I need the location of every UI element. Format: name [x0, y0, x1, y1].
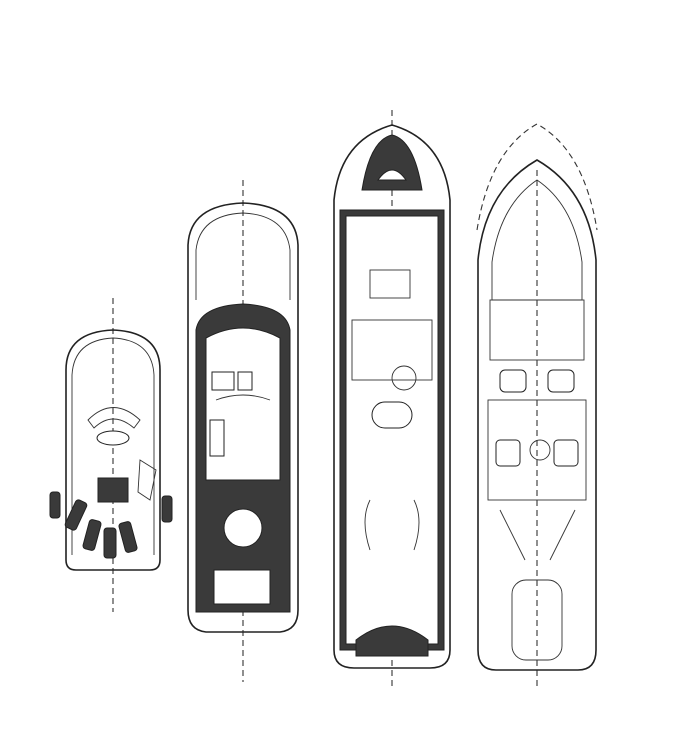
main-deck-hull-outline — [333, 124, 451, 669]
upper-deck-hull-outline — [187, 202, 299, 633]
bed — [499, 369, 527, 393]
main-deck-plan — [333, 110, 451, 690]
salon-interior — [205, 327, 281, 481]
bed — [553, 439, 579, 467]
salon-sofas — [364, 499, 420, 551]
inner-rail — [71, 337, 155, 555]
table — [96, 430, 130, 446]
aft-seating — [213, 569, 271, 605]
upper-deck-plan — [187, 180, 299, 682]
sun-deck-hull-outline — [65, 329, 161, 571]
bed — [495, 439, 521, 467]
lower-deck-plan — [476, 123, 598, 690]
cabin — [369, 269, 411, 299]
bow-outline-dashed — [476, 123, 598, 231]
tender-garage — [511, 579, 563, 661]
bow-deck — [361, 134, 423, 191]
sofa — [209, 419, 225, 457]
dining-table — [371, 401, 413, 429]
lower-deck-hull-outline — [477, 159, 597, 671]
crew-area — [491, 179, 583, 301]
bar-area — [97, 477, 129, 503]
crew-cabins — [489, 299, 585, 361]
bow-seat — [377, 169, 407, 181]
sofa-line — [215, 394, 271, 401]
stair — [137, 459, 157, 501]
spiral-stair — [529, 439, 551, 461]
curved-sofa — [87, 407, 141, 429]
jacuzzi — [223, 508, 263, 548]
spiral-stair — [391, 365, 417, 391]
stair-well — [237, 371, 253, 391]
engine-room — [499, 509, 576, 561]
interior — [345, 215, 439, 645]
cabinet — [211, 371, 235, 391]
bed — [547, 369, 575, 393]
aft-deck — [355, 625, 429, 657]
guest-cabins — [487, 399, 587, 501]
foredeck — [195, 212, 291, 300]
sun-deck-plan — [49, 298, 173, 612]
sun-loungers — [49, 491, 173, 559]
